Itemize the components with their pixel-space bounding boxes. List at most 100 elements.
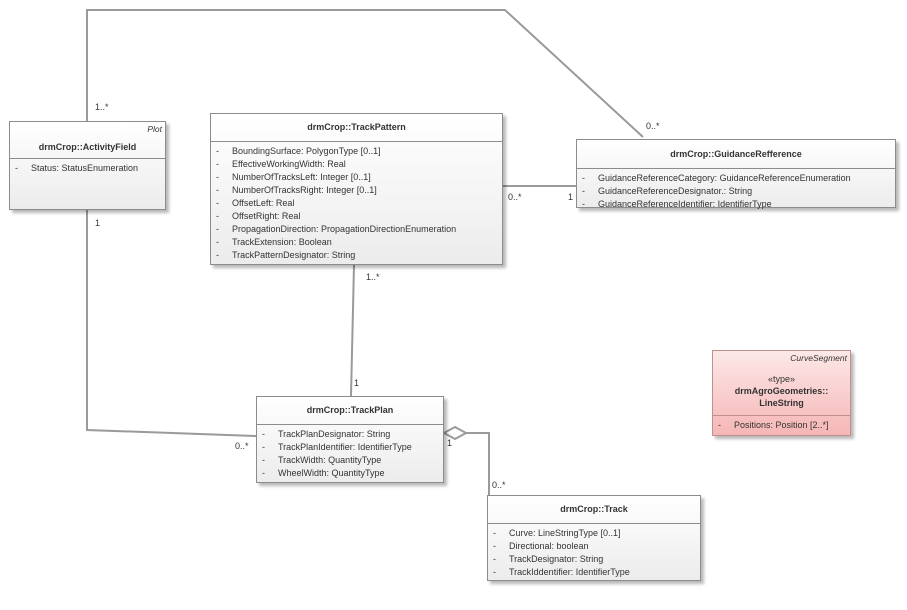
class-name-line2: LineString <box>759 398 804 408</box>
attribute-text: TrackPlanDesignator: String <box>278 429 391 439</box>
multiplicity-label: 0..* <box>235 441 249 451</box>
class-track-plan[interactable]: drmCrop::TrackPlan - TrackPlanDesignator:… <box>256 396 444 483</box>
class-header: drmCrop::TrackPlan <box>257 397 443 425</box>
visibility-marker: - <box>216 185 219 195</box>
attribute: - TrackDesignator: String <box>488 553 700 566</box>
visibility-marker: - <box>262 429 265 439</box>
attribute-text: WheelWidth: QuantityType <box>278 468 385 478</box>
attribute: - TrackPatternDesignator: String <box>211 249 502 262</box>
visibility-marker: - <box>493 554 496 564</box>
class-guidance-refference[interactable]: drmCrop::GuidanceRefference -GuidanceRef… <box>576 139 896 209</box>
attribute-list: - GuidanceReferenceCategory: GuidanceRefe… <box>577 169 895 213</box>
trackpattern-trackplan-association <box>350 264 355 397</box>
attribute: - TrackPlanIdentifier: IdentifierType <box>257 441 443 454</box>
attribute: - TrackExtension: Boolean <box>211 236 502 249</box>
class-name: drmCrop::Track <box>560 504 628 514</box>
attribute-list: - TrackPlanDesignator: String - TrackPlanI… <box>257 425 443 482</box>
trackplan-track-aggregation <box>465 432 490 495</box>
stereotype-label: Plot <box>147 124 162 134</box>
attribute: - OffsetLeft: Real <box>211 197 502 210</box>
attribute-text: EffectiveWorkingWidth: Real <box>232 159 346 169</box>
attribute: - Positions: Position [2..*] <box>713 419 850 432</box>
class-name: drmCrop::TrackPattern <box>307 122 406 132</box>
multiplicity-label: 1 <box>568 192 574 202</box>
visibility-marker: - <box>216 198 219 208</box>
attribute-text: Status: StatusEnumeration <box>31 163 139 173</box>
multiplicity-label: 1..* <box>366 272 380 282</box>
class-name: drmCrop::ActivityField <box>38 142 137 152</box>
attribute: -BoundingSurface: PolygonType [0..1] <box>211 145 502 158</box>
attribute-text: Directional: boolean <box>509 541 589 551</box>
visibility-marker: - <box>262 455 265 465</box>
visibility-marker: - <box>582 186 585 196</box>
attribute-text: Positions: Position [2..*] <box>734 420 829 430</box>
attribute: - GuidanceReferenceCategory: GuidanceRefe… <box>577 172 895 185</box>
attribute-text: OffsetLeft: Real <box>232 198 295 208</box>
attribute: - WheelWidth: QuantityType <box>257 467 443 480</box>
visibility-marker: - <box>216 224 219 234</box>
visibility-marker: - <box>582 199 585 209</box>
visibility-marker: - <box>493 541 496 551</box>
activityfield-guidance-association <box>86 9 644 138</box>
attribute-text: OffsetRight: Real <box>232 211 301 221</box>
attribute-text: TrackExtension: Boolean <box>232 237 332 247</box>
visibility-marker: - <box>262 468 265 478</box>
attribute: - TrackWidth: QuantityType <box>257 454 443 467</box>
attribute-text: NumberOfTracksLeft: Integer [0..1] <box>232 172 371 182</box>
class-header: drmCrop::Track <box>488 496 700 524</box>
attribute-text: PropagationDirection: PropagationDirecti… <box>232 224 457 234</box>
attribute: - TrackPlanDesignator: String <box>257 428 443 441</box>
attribute: - PropagationDirection: PropagationDirect… <box>211 223 502 236</box>
class-header: Plot drmCrop::ActivityField <box>10 122 165 159</box>
visibility-marker: - <box>493 567 496 577</box>
attribute: - OffsetRight: Real <box>211 210 502 223</box>
type-stereotype: «type» <box>767 374 796 384</box>
multiplicity-label: 1..* <box>95 102 109 112</box>
visibility-marker: - <box>216 237 219 247</box>
attribute-text: GuidanceReferenceCategory: GuidanceRefer… <box>598 173 851 183</box>
multiplicity-label: 0..* <box>492 480 506 490</box>
activityfield-trackplan-association <box>86 210 257 437</box>
multiplicity-label: 1 <box>354 378 360 388</box>
multiplicity-label: 1 <box>95 218 101 228</box>
attribute-list: - Curve: LineStringType [0..1] - Direction… <box>488 524 700 581</box>
multiplicity-label: 0..* <box>508 192 522 202</box>
class-line-string[interactable]: CurveSegment «type» drmAgroGeometries:: … <box>712 350 851 436</box>
attribute: - GuidanceReferenceDesignator.: String <box>577 185 895 198</box>
visibility-marker: - <box>493 528 496 538</box>
class-header: drmCrop::GuidanceRefference <box>577 140 895 169</box>
attribute-text: TrackIddentifier: IdentifierType <box>509 567 630 577</box>
class-activity-field[interactable]: Plot drmCrop::ActivityField - Status: Sta… <box>9 121 166 210</box>
class-name: drmCrop::GuidanceRefference <box>670 149 802 159</box>
attribute-text: TrackDesignator: String <box>509 554 604 564</box>
attribute-text: GuidanceReferenceIdentifier: IdentifierT… <box>598 199 772 209</box>
attribute: - EffectiveWorkingWidth: Real <box>211 158 502 171</box>
visibility-marker: - <box>216 172 219 182</box>
attribute-text: TrackWidth: QuantityType <box>278 455 382 465</box>
attribute-text: GuidanceReferenceDesignator.: String <box>598 186 753 196</box>
class-track-pattern[interactable]: drmCrop::TrackPattern -BoundingSurface: … <box>210 113 503 265</box>
attribute-text: TrackPatternDesignator: String <box>232 250 356 260</box>
visibility-marker: - <box>262 442 265 452</box>
class-name-line1: drmAgroGeometries:: <box>734 386 829 396</box>
visibility-marker: - <box>582 173 585 183</box>
visibility-marker: - <box>718 420 721 430</box>
attribute: - Status: StatusEnumeration <box>10 162 165 175</box>
visibility-marker: - <box>216 211 219 221</box>
attribute-text: Curve: LineStringType [0..1] <box>509 528 621 538</box>
visibility-marker: - <box>15 163 18 173</box>
stereotype-label: CurveSegment <box>790 353 847 363</box>
class-name: drmCrop::TrackPlan <box>306 405 394 415</box>
visibility-marker: - <box>216 159 219 169</box>
attribute: - GuidanceReferenceIdentifier: Identifier… <box>577 198 895 211</box>
attribute: - Directional: boolean <box>488 540 700 553</box>
multiplicity-label: 0..* <box>646 121 660 131</box>
attribute-list: - Status: StatusEnumeration <box>10 159 165 177</box>
attribute: - Curve: LineStringType [0..1] <box>488 527 700 540</box>
visibility-marker: - <box>216 250 219 260</box>
class-header: CurveSegment «type» drmAgroGeometries:: … <box>713 351 850 416</box>
attribute-text: TrackPlanIdentifier: IdentifierType <box>278 442 412 452</box>
class-track[interactable]: drmCrop::Track - Curve: LineStringType [0… <box>487 495 701 581</box>
aggregation-diamond <box>441 425 469 441</box>
